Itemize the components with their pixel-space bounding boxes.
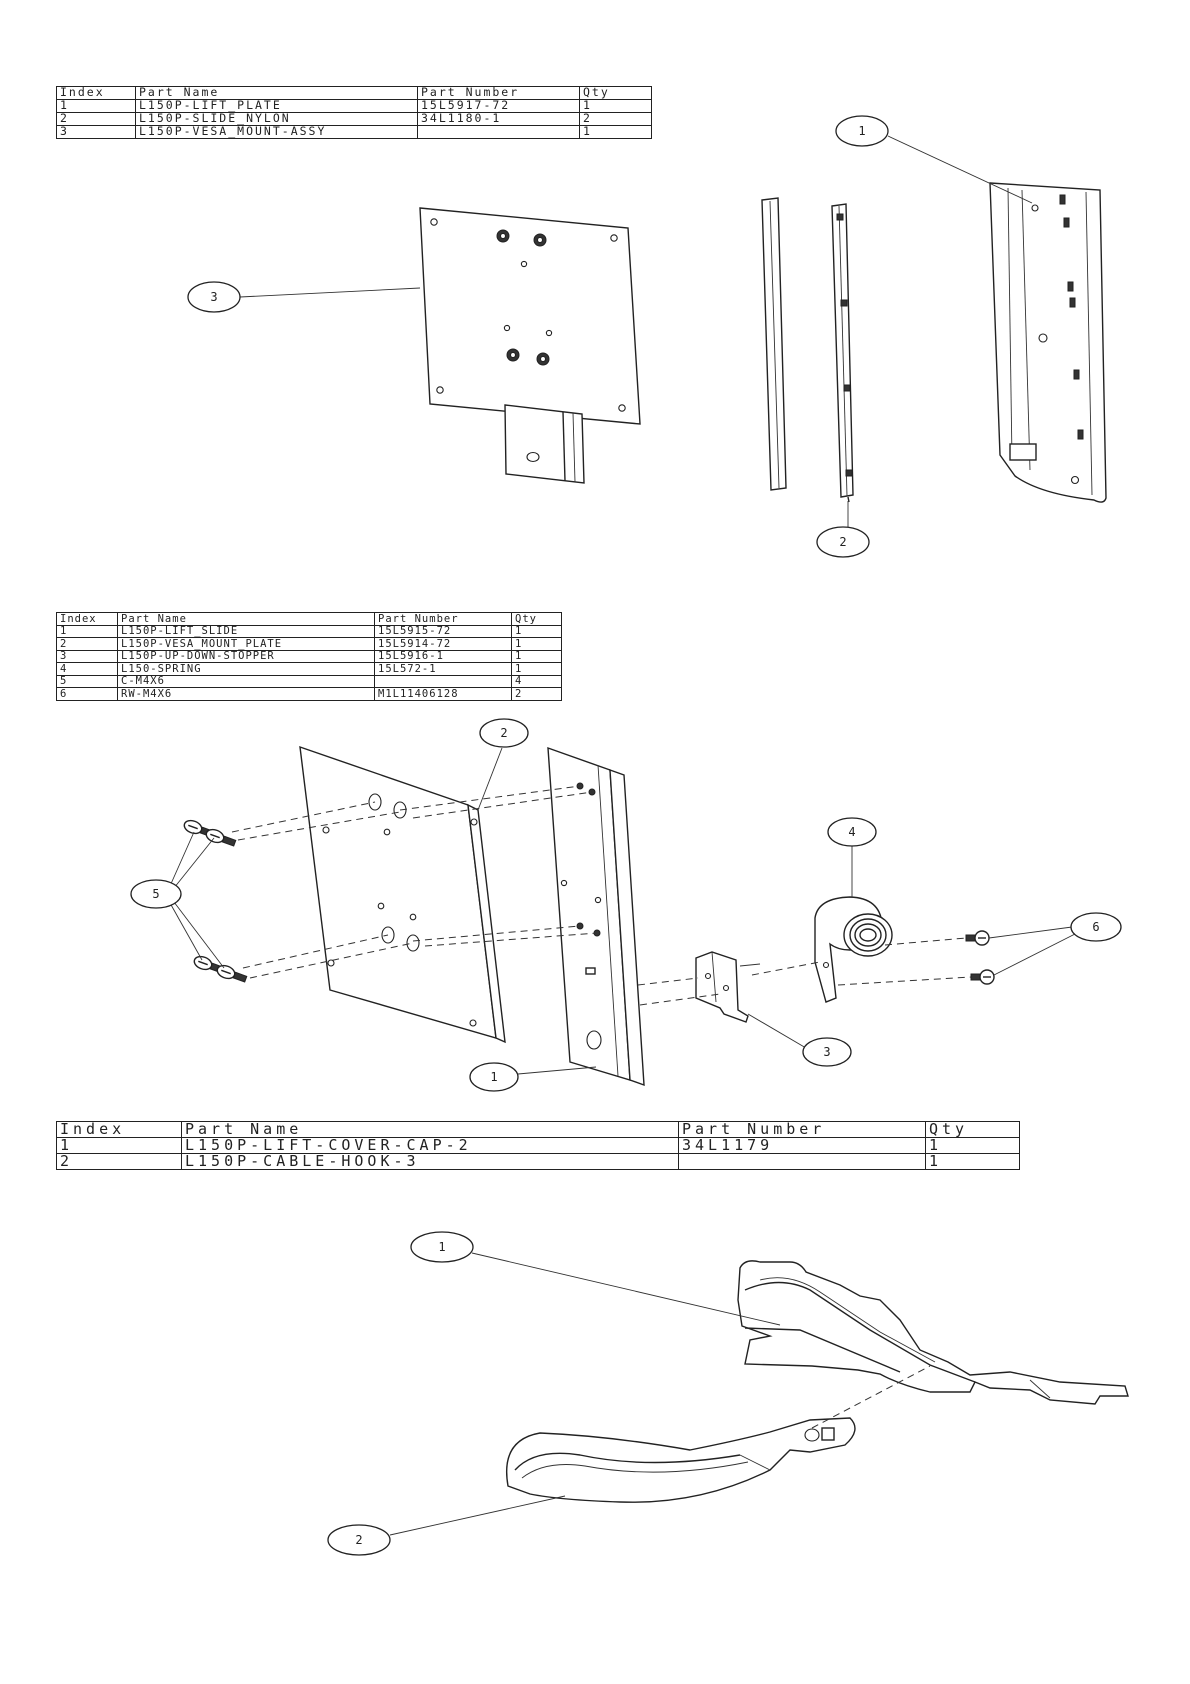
balloon-bot-1: 1: [410, 1231, 781, 1326]
balloon-mid-4: 4: [827, 817, 877, 898]
balloon-bot-2: 2: [327, 1495, 566, 1556]
balloon-top-1: 1: [835, 115, 1033, 204]
cell-index: 2: [56, 1153, 182, 1170]
svg-text:1: 1: [438, 1240, 445, 1254]
bom-table-lift-assembly: Index Part Name Part Number Qty 1 L150P-…: [56, 86, 652, 139]
vesa-mount-plate-part: [299, 745, 506, 1044]
svg-text:2: 2: [839, 535, 846, 549]
slide-nylon-rail-right: [831, 203, 854, 503]
svg-text:2: 2: [500, 726, 507, 740]
table-row: 3 L150P-VESA_MOUNT-ASSY 1: [56, 125, 652, 139]
svg-text:1: 1: [490, 1070, 497, 1084]
balloon-mid-2: 2: [477, 718, 529, 811]
table-row: 1 L150P-LIFT_SLIDE 15L5915-72 1: [56, 624, 562, 638]
svg-text:4: 4: [848, 825, 855, 839]
table-row: 2 L150P-SLIDE_NYLON 34L1180-1 2: [56, 112, 652, 126]
balloon-mid-1: 1: [469, 1062, 597, 1092]
balloon-mid-6: 6: [988, 912, 1122, 976]
cell-qty: 1: [579, 125, 652, 139]
screws-c-m4x6: [183, 819, 248, 983]
svg-text:2: 2: [355, 1533, 362, 1547]
slide-nylon-rail-left: [761, 197, 787, 491]
cell-index: 3: [56, 125, 136, 139]
cell-part-number: M1L11406128: [374, 687, 512, 701]
bom-table-cover-assembly: Index Part Name Part Number Qty 1 L150P-…: [56, 1121, 1020, 1170]
table-row: 5 C-M4X6 4: [56, 674, 562, 688]
svg-text:5: 5: [152, 887, 159, 901]
cell-part-name: L150P-VESA_MOUNT-ASSY: [135, 125, 418, 139]
assembly-lines-middle: [231, 785, 972, 1006]
table-row: 1 L150P-LIFT-COVER-CAP-2 34L1179 1: [56, 1137, 1020, 1154]
table-header-row: Index Part Name Part Number Qty: [56, 86, 652, 100]
screws-rw-m4x6: [965, 930, 995, 985]
table-row: 4 L150-SPRING 15L572-1 1: [56, 662, 562, 676]
lift-plate-part: [989, 182, 1107, 503]
spring-part: [814, 896, 893, 1003]
bom-table-mount-assembly: Index Part Name Part Number Qty 1 L150P-…: [56, 612, 562, 701]
svg-text:3: 3: [210, 290, 217, 304]
svg-text:3: 3: [823, 1045, 830, 1059]
vesa-mount-assembly-drawing: [419, 207, 641, 484]
lift-slide-part: [547, 746, 645, 1087]
lift-cover-cap-part: [737, 1260, 1129, 1405]
assembly-line-bottom: [811, 1365, 931, 1429]
balloon-top-3: 3: [187, 281, 421, 313]
up-down-stopper-part: [695, 951, 761, 1023]
table-header-row: Index Part Name Part Number Qty: [56, 1121, 1020, 1138]
balloon-top-2: 2: [816, 501, 870, 558]
cell-part-name: RW-M4X6: [117, 687, 375, 701]
table-row: 6 RW-M4X6 M1L11406128 2: [56, 687, 562, 701]
cell-part-name: L150P-CABLE-HOOK-3: [181, 1153, 679, 1170]
cable-hook-part: [506, 1417, 856, 1503]
balloon-mid-3: 3: [747, 1013, 852, 1067]
cell-qty: 2: [511, 687, 562, 701]
svg-text:6: 6: [1092, 920, 1099, 934]
cell-qty: 1: [925, 1153, 1020, 1170]
svg-text:1: 1: [858, 124, 865, 138]
balloon-mid-5: 5: [130, 831, 225, 969]
table-row: 2 L150P-CABLE-HOOK-3 1: [56, 1153, 1020, 1170]
table-header-row: Index Part Name Part Number Qty: [56, 612, 562, 626]
header-part-number: Part Number: [678, 1121, 926, 1138]
